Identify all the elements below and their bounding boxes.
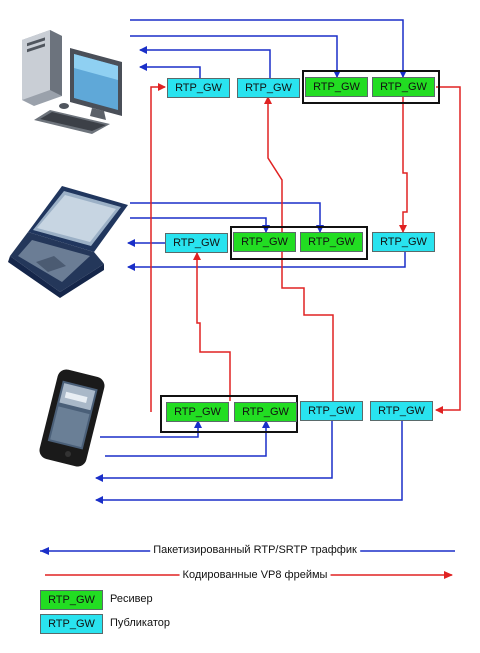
laptop-publisher-gateway-1: RTP_GW — [165, 233, 228, 253]
legend-rtp-traffic-label: Пакетизированный RTP/SRTP траффик — [150, 544, 360, 556]
smartphone-icon — [39, 369, 105, 467]
blue-line-desktop-to-right-receiver — [130, 19, 407, 78]
legend-receiver-swatch: RTP_GW — [40, 590, 103, 610]
blue-line-laptop-to-right-receiver — [130, 202, 324, 233]
blue-line-publisher-to-desktop-2 — [139, 63, 201, 78]
phone-receiver-gateway-1: RTP_GW — [166, 402, 229, 422]
desktop-receiver-gateway-1: RTP_GW — [305, 77, 368, 97]
desktop-publisher-gateway-2: RTP_GW — [237, 78, 300, 98]
phone-receiver-group — [160, 395, 298, 433]
desktop-receiver-gateway-2: RTP_GW — [372, 77, 435, 97]
red-line-receiver-to-desktop-publisher — [264, 96, 334, 401]
laptop-receiver-gateway-1: RTP_GW — [233, 232, 296, 252]
blue-line-publisher-to-phone-2 — [95, 419, 403, 504]
blue-line-phone-to-left-receiver — [100, 420, 202, 438]
blue-line-desktop-to-left-receiver — [130, 35, 341, 78]
red-line-receiver-to-laptop-publisher — [399, 97, 408, 233]
laptop-receiver-gateway-2: RTP_GW — [300, 232, 363, 252]
blue-line-publisher-to-laptop-2 — [127, 251, 406, 271]
legend-blue-arrow-left — [40, 547, 49, 555]
blue-line-publisher-to-phone-1 — [95, 419, 333, 482]
red-line-phone-receiver-to-laptop-publisher — [193, 252, 231, 401]
legend-receiver-label: Ресивер — [110, 593, 153, 605]
laptop-receiver-group — [230, 226, 368, 260]
desktop-receiver-group — [302, 70, 440, 104]
legend-vp8-frames-label: Кодированные VP8 фреймы — [179, 569, 331, 581]
red-line-receiver-to-phone-publisher — [435, 86, 461, 414]
phone-publisher-gateway-1: RTP_GW — [300, 401, 363, 421]
phone-publisher-gateway-2: RTP_GW — [370, 401, 433, 421]
blue-line-publisher-to-desktop-1 — [139, 46, 271, 78]
legend-red-arrow-right — [444, 571, 453, 579]
legend-publisher-label: Публикатор — [110, 617, 170, 629]
desktop-computer-icon — [22, 30, 122, 134]
phone-receiver-gateway-2: RTP_GW — [234, 402, 297, 422]
desktop-publisher-gateway-1: RTP_GW — [167, 78, 230, 98]
laptop-icon — [8, 186, 128, 298]
red-line-phone-to-desktop-publisher — [150, 83, 166, 412]
legend-publisher-swatch: RTP_GW — [40, 614, 103, 634]
laptop-publisher-gateway-2: RTP_GW — [372, 232, 435, 252]
